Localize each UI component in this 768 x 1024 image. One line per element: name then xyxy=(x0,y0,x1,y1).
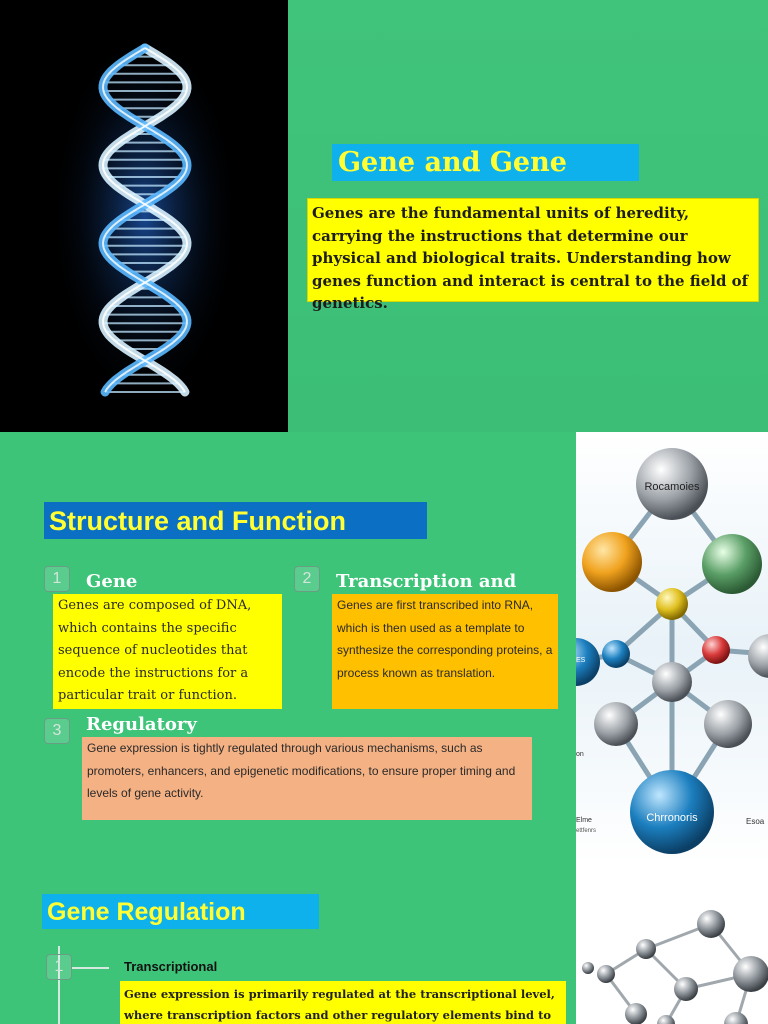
step-number-2: 2 xyxy=(294,566,320,592)
diagram-left-es-label: ES xyxy=(576,657,586,664)
timeline-connector xyxy=(72,967,109,969)
structure-slide: Structure and Function 1 Gene Genes are … xyxy=(0,432,768,864)
step-number-3: 3 xyxy=(44,718,70,744)
diagram-top-label: Rocamoies xyxy=(644,481,700,493)
regulation-step-number-1: 1 xyxy=(46,954,72,980)
dna-helix-icon xyxy=(50,26,240,406)
molecule-cluster-icon xyxy=(576,864,768,1024)
regulation-item-text: Gene expression is primarily regulated a… xyxy=(120,981,566,1024)
intro-slide: Gene and Gene Genes are the fundamental … xyxy=(0,0,768,432)
intro-title: Gene and Gene xyxy=(332,144,639,181)
item-title-regulatory: Regulatory xyxy=(86,714,197,735)
diagram-right-label: Esoa xyxy=(746,817,765,826)
item-text-transcription: Genes are first transcribed into RNA, wh… xyxy=(332,594,558,709)
timeline-vertical-line xyxy=(58,946,60,1024)
diagram-left-small-label: Elme xyxy=(576,817,592,824)
step-number-1: 1 xyxy=(44,566,70,592)
molecule-network-image: Rocamoies Chrronoris Esoa Elme ettfenrs … xyxy=(576,432,768,864)
item-text-regulatory: Gene expression is tightly regulated thr… xyxy=(82,737,532,820)
regulation-slide: Gene Regulation 1 Transcriptional Gene e… xyxy=(0,864,768,1024)
molecule-network-icon: Rocamoies Chrronoris Esoa Elme ettfenrs … xyxy=(576,432,768,864)
regulation-item-title: Transcriptional xyxy=(124,959,218,974)
regulation-title: Gene Regulation xyxy=(42,894,319,929)
item-text-gene: Genes are composed of DNA, which contain… xyxy=(53,594,282,709)
intro-description: Genes are the fundamental units of hered… xyxy=(307,198,759,312)
diagram-left-mid-label: on xyxy=(576,751,584,758)
diagram-left-small-label-2: ettfenrs xyxy=(576,828,596,834)
diagram-bottom-label: Chrronoris xyxy=(646,812,698,824)
structure-title: Structure and Function xyxy=(44,502,427,539)
dna-helix-image xyxy=(0,0,288,432)
item-title-gene: Gene xyxy=(86,571,138,592)
molecule-cluster-image xyxy=(576,864,768,1024)
item-title-transcription: Transcription and xyxy=(336,571,517,592)
